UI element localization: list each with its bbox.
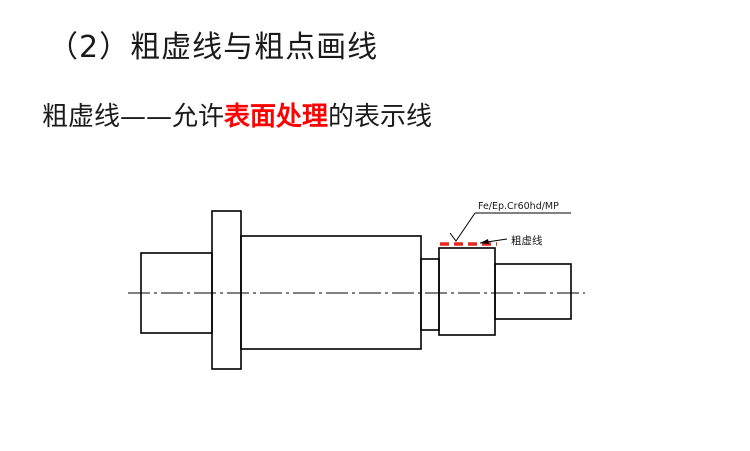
main-body <box>240 235 422 350</box>
desc-highlight: 表面处理 <box>224 102 329 132</box>
dash: —— <box>120 102 173 132</box>
surface-annotation: Fe/Ep.Cr60hd/MP <box>478 201 559 212</box>
slide-subtitle: 粗虚线——允许表面处理的表示线 <box>42 96 432 133</box>
step-neck <box>420 258 440 331</box>
surface-symbol <box>449 212 476 242</box>
desc-before: 允许 <box>172 102 225 132</box>
right-journal <box>494 263 572 320</box>
line-name: 粗虚线 <box>42 102 121 132</box>
desc-after: 的表示线 <box>328 102 433 132</box>
leader-label: 粗虚线 <box>511 234 543 247</box>
treated-collar <box>438 247 496 336</box>
flange <box>211 210 242 370</box>
leader-arrow <box>480 239 489 244</box>
slide-title: （2）粗虚线与粗点画线 <box>48 30 379 65</box>
